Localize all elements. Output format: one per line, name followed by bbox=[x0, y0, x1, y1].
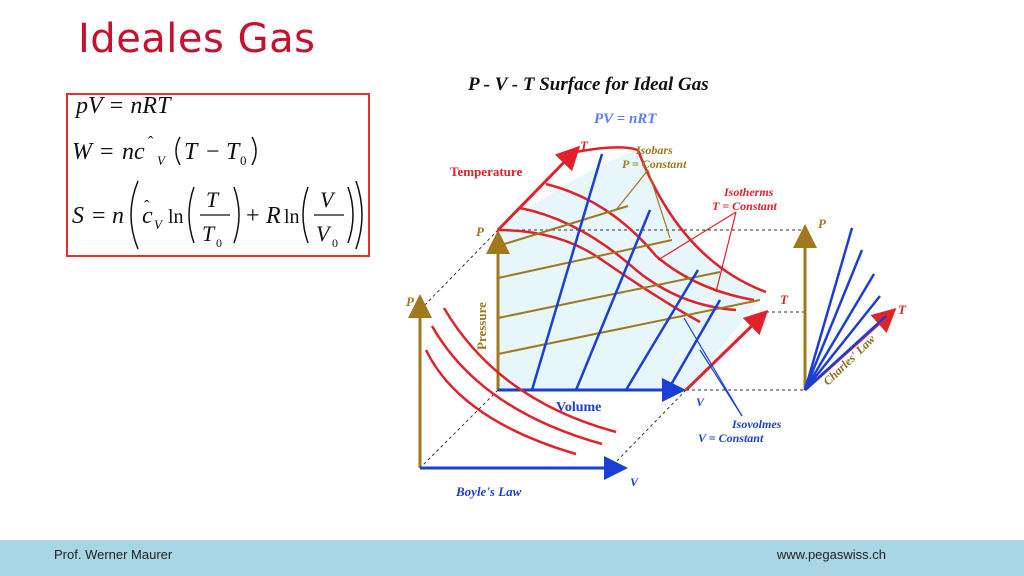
svg-text:−: − bbox=[206, 139, 220, 165]
pvt-surface bbox=[498, 150, 766, 390]
charles-law-plot: P T Charles' Law bbox=[793, 216, 907, 392]
isobars bbox=[497, 205, 761, 355]
formula-box: pV = nRT W = nc ˆ V T − T 0 S = n c ˆ V … bbox=[66, 93, 370, 257]
entropy-equation: S = n c ˆ V ln T T 0 + R ln V V 0 bbox=[72, 180, 363, 250]
svg-text:+: + bbox=[246, 203, 260, 229]
ideal-gas-equation-text: pV = nRT bbox=[76, 93, 171, 119]
charles-p-label: P bbox=[818, 216, 827, 231]
ideal-gas-equation: pV = nRT bbox=[76, 93, 170, 120]
svg-text:T: T bbox=[202, 221, 216, 246]
footer-author: Prof. Werner Maurer bbox=[54, 547, 173, 562]
svg-text:V: V bbox=[320, 187, 336, 212]
svg-text:n: n bbox=[112, 203, 124, 229]
work-equation: W = nc ˆ V T − T 0 bbox=[72, 134, 257, 168]
diagram-subheading: PV = nRT bbox=[594, 111, 657, 127]
volume-label: Volume bbox=[556, 400, 601, 415]
svg-text:T: T bbox=[184, 139, 199, 165]
svg-text:V: V bbox=[157, 153, 167, 168]
boyle-v-label: V bbox=[630, 475, 639, 489]
svg-text:ˆ: ˆ bbox=[148, 134, 154, 151]
svg-text:nc: nc bbox=[122, 139, 145, 165]
footer-bar: Prof. Werner Maurer www.pegaswiss.ch bbox=[0, 540, 1024, 576]
svg-text:V: V bbox=[154, 217, 164, 232]
svg-text:ˆ: ˆ bbox=[144, 198, 150, 215]
svg-text:=: = bbox=[92, 203, 106, 229]
svg-text:c: c bbox=[142, 203, 153, 229]
svg-text:0: 0 bbox=[240, 153, 247, 168]
footer-website: www.pegaswiss.ch bbox=[776, 547, 886, 562]
t-label-top: T bbox=[580, 138, 589, 153]
temperature-axis bbox=[496, 145, 581, 232]
t-label-front: T bbox=[780, 292, 789, 307]
v-label-surface: V bbox=[696, 395, 705, 409]
svg-text:W: W bbox=[72, 139, 94, 165]
isochores-sublabel: V = Constant bbox=[698, 431, 764, 445]
p-label-surface: P bbox=[476, 224, 485, 239]
isochores-label: Isovolmes bbox=[731, 417, 782, 431]
svg-text:S: S bbox=[72, 203, 84, 229]
svg-text:0: 0 bbox=[332, 236, 338, 250]
svg-text:T: T bbox=[206, 187, 220, 212]
pvt-surface-diagram: P - V - T Surface for Ideal Gas PV = nRT… bbox=[406, 74, 907, 499]
formula-graphics: W = nc ˆ V T − T 0 S = n c ˆ V ln T T 0 bbox=[72, 134, 363, 250]
svg-text:0: 0 bbox=[216, 236, 222, 250]
isotherm-top bbox=[636, 149, 767, 294]
isobars-label: Isobars bbox=[635, 143, 673, 157]
svg-text:R: R bbox=[265, 203, 281, 229]
boyles-law-plot: P V Boyle's Law bbox=[406, 294, 639, 499]
svg-text:ln: ln bbox=[168, 206, 184, 228]
isotherms bbox=[497, 182, 755, 324]
temperature-label: Temperature bbox=[450, 164, 522, 179]
isochores bbox=[530, 153, 722, 391]
pressure-label: Pressure bbox=[474, 302, 489, 350]
slide-title: Ideales Gas bbox=[78, 16, 316, 62]
svg-text:T: T bbox=[226, 139, 241, 165]
temperature-axis-front bbox=[684, 309, 769, 392]
diagram-heading: P - V - T Surface for Ideal Gas bbox=[467, 74, 709, 95]
construction-lines bbox=[419, 229, 805, 469]
charles-t-label: T bbox=[898, 302, 907, 317]
svg-text:ln: ln bbox=[284, 206, 300, 228]
svg-text:=: = bbox=[100, 139, 114, 165]
svg-text:V: V bbox=[316, 221, 332, 246]
isobars-sublabel: P = Constant bbox=[622, 157, 687, 171]
boyle-label: Boyle's Law bbox=[455, 484, 522, 499]
isotherms-label: Isotherms bbox=[723, 185, 774, 199]
boyle-p-label: P bbox=[406, 294, 415, 309]
isotherms-sublabel: T = Constant bbox=[712, 199, 778, 213]
